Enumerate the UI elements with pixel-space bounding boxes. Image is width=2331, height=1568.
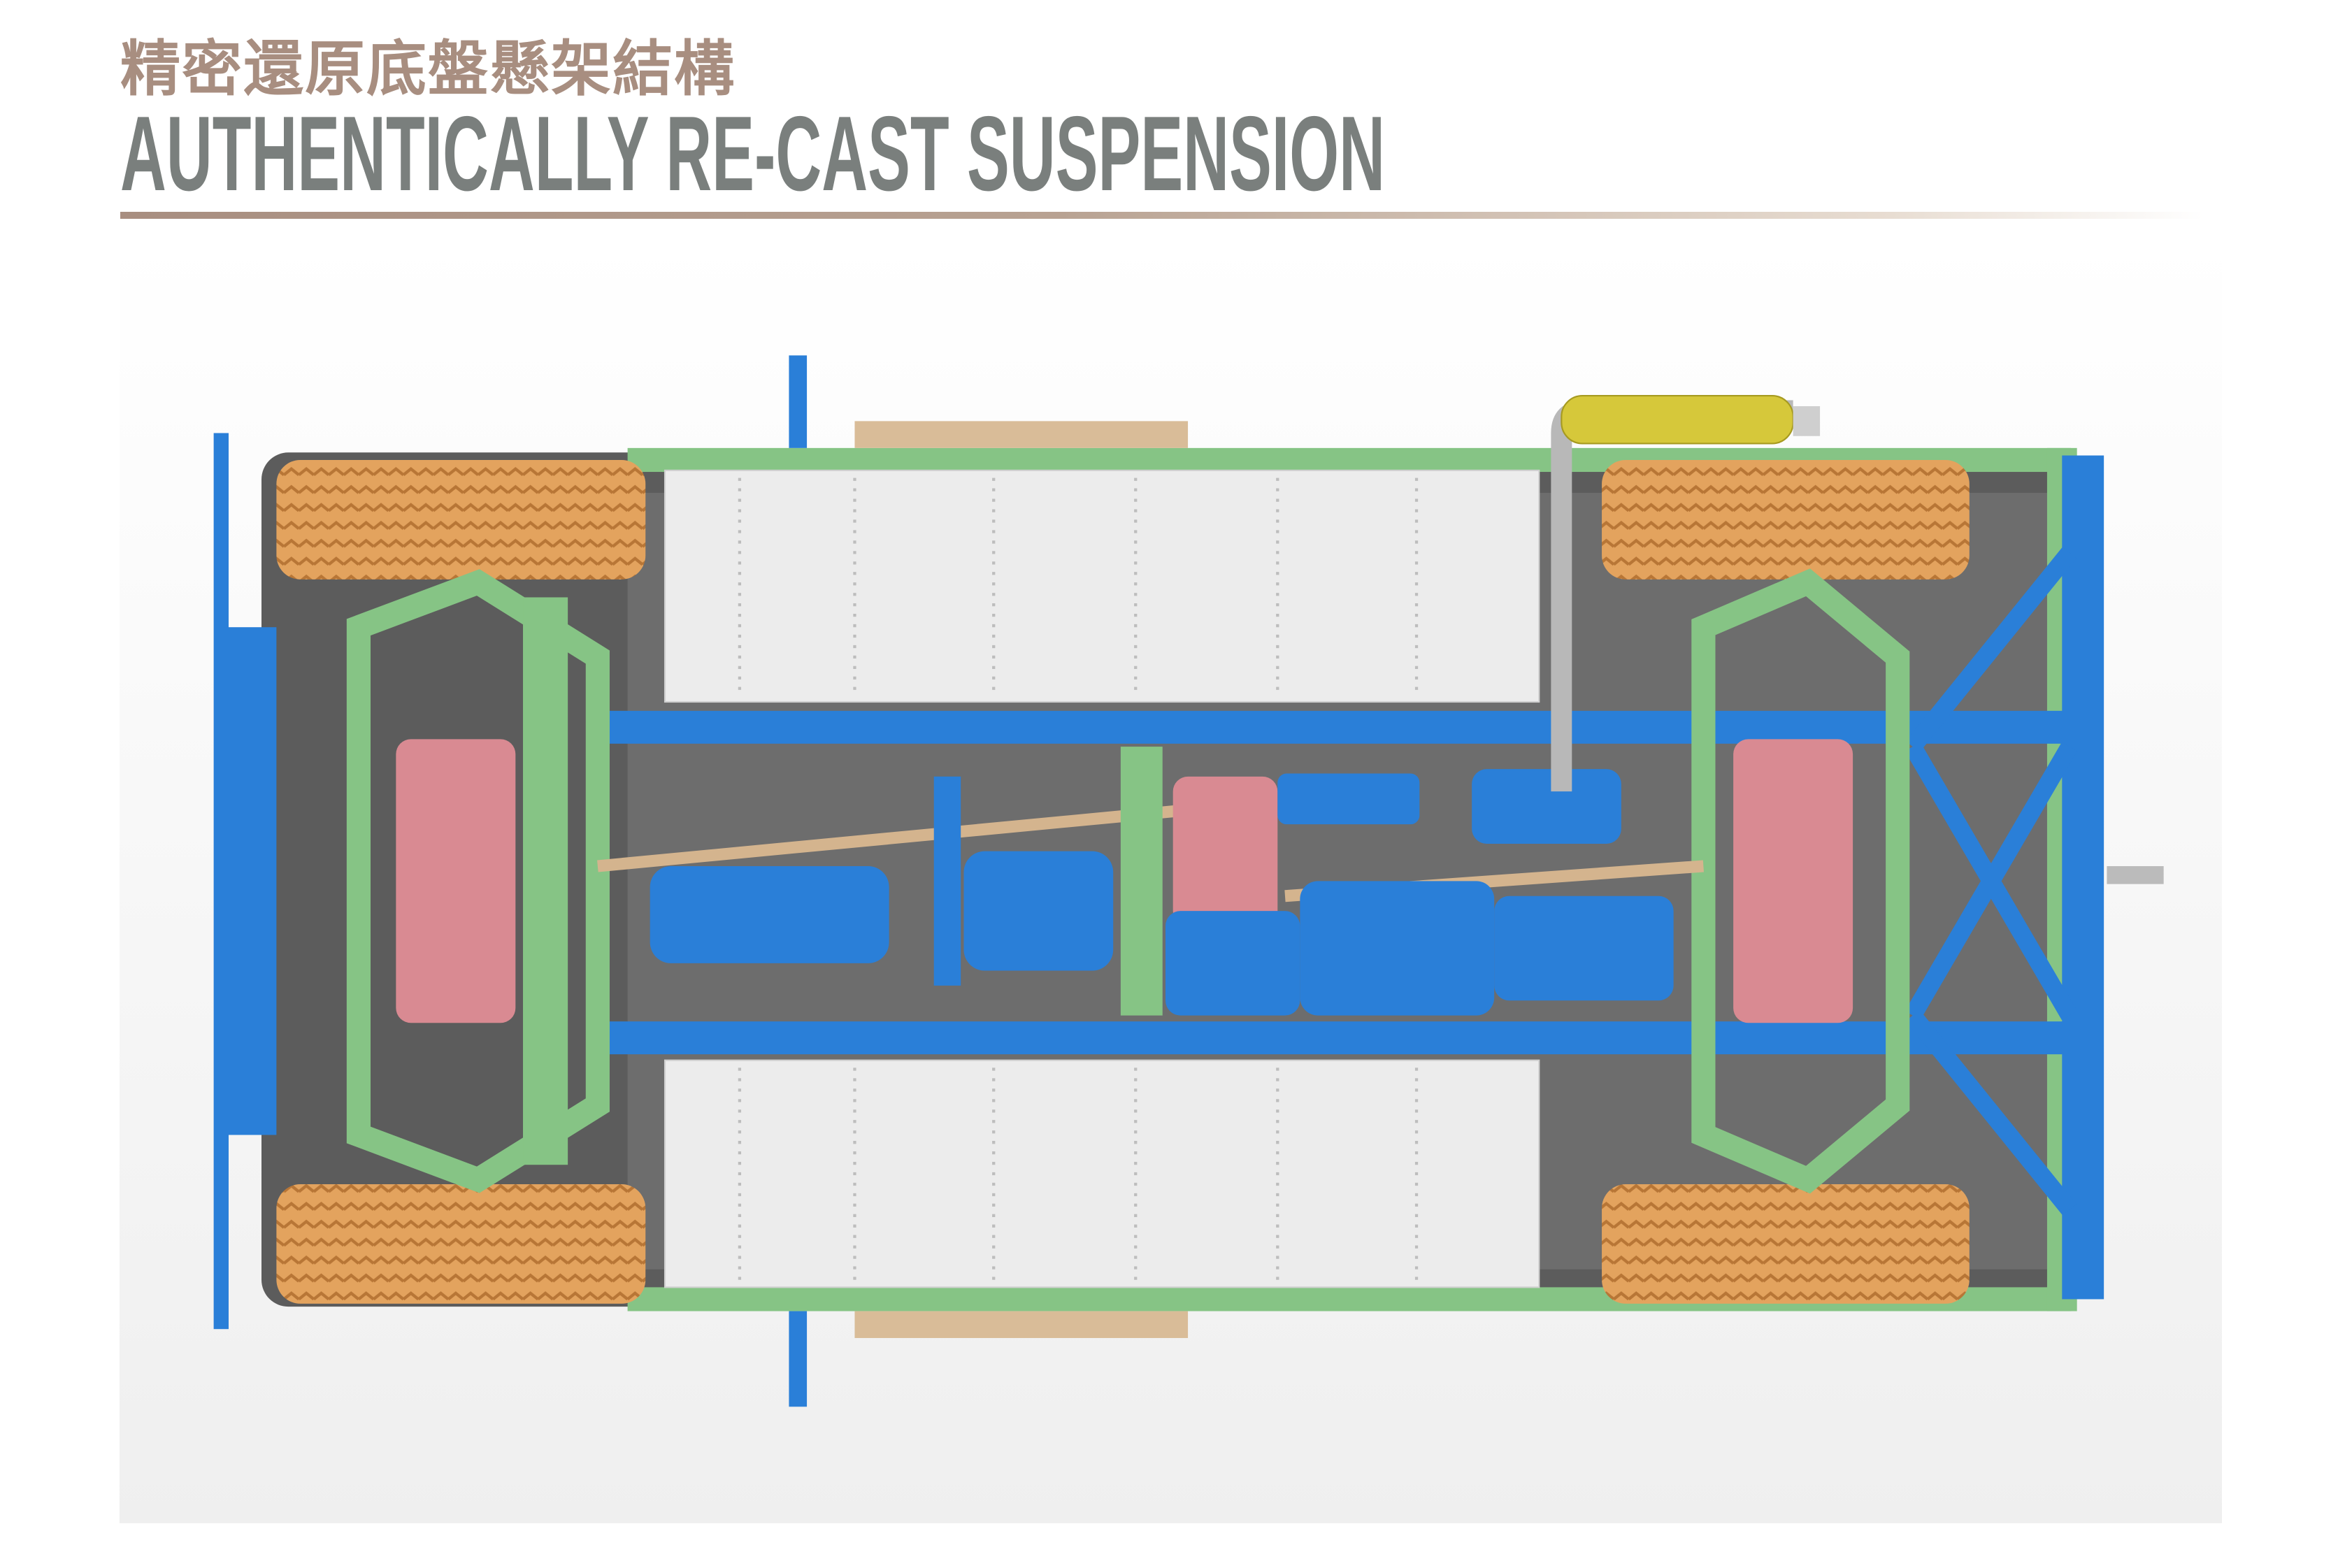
muffler [1472,769,1621,844]
front-differential [396,739,516,1023]
rear-suspension [1691,568,1910,1194]
title-underline [120,212,2204,219]
tow-hook [2107,865,2164,884]
front-suspension [346,569,610,1193]
transfer-case [1172,776,1278,926]
tire-rear-left [1602,459,1970,580]
running-board-top [854,421,1189,448]
crossmember [1120,747,1163,1016]
fender-top [664,469,1540,703]
exhaust-silencer [1561,395,1794,445]
fuel-tank [1300,881,1495,1016]
transmission [963,851,1114,971]
frame-rail-top [597,710,2077,744]
engine-oil-pan [650,865,889,963]
tire-rear-right [1602,1184,1970,1304]
rear-crossmember [2062,455,2104,1300]
tire-front-left [276,459,646,580]
fender-bottom [664,1059,1540,1288]
rear-differential [1733,739,1853,1023]
title-chinese: 精密還原底盤懸架結構 [120,34,736,104]
jerry-can-left [1166,911,1300,1016]
running-board-bottom [854,1311,1189,1339]
title-english: AUTHENTICALLY RE-CAST SUSPENSION [120,94,1386,213]
frame-rail-bottom [597,1021,2077,1055]
tire-front-right [276,1184,646,1304]
